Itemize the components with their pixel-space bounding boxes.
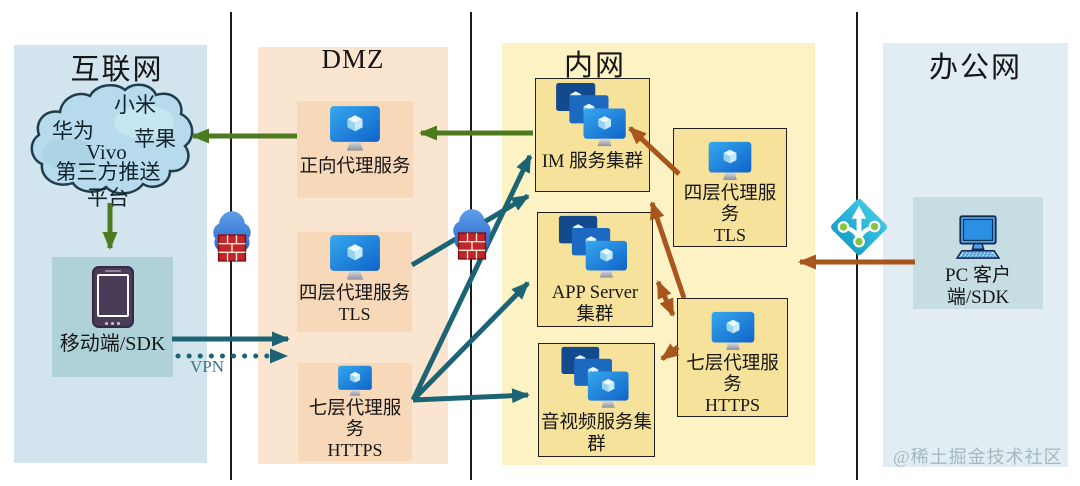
im-cluster-label: IM 服务集群 (541, 152, 644, 172)
gateway-icon (831, 199, 887, 255)
node-forward-proxy: 正向代理服务 (297, 101, 413, 198)
node-dmz-l4-proxy: 四层代理服务 TLS (297, 232, 412, 332)
node-dmz-l7-proxy: 七层代理服务 HTTPS (298, 363, 412, 461)
smartphone-icon (91, 266, 134, 328)
proxy-server-icon (329, 234, 381, 284)
proxy-server-icon (707, 311, 759, 354)
dmz-l4-proxy-label: 四层代理服务 (299, 284, 411, 304)
forward-proxy-label: 正向代理服务 (299, 157, 411, 177)
cloud-vendor-huawei: 华为 (52, 119, 94, 143)
pc-icon (955, 215, 1001, 259)
av-cluster-label: 音视频服务集群 (541, 413, 653, 455)
intranet-l7-proxy-label: 七层代理服务 (686, 353, 779, 395)
dmz-l4-proxy-protocol: TLS (338, 304, 371, 325)
third-party-push-cloud: 小米 华为 苹果 Vivo 第三方推送 平台 (26, 76, 196, 210)
zone-title-office: 办公网 (928, 52, 1022, 84)
zone-title-intranet: 内网 (563, 50, 626, 82)
node-app-server-cluster: APP Server 集群 (537, 212, 653, 327)
node-im-cluster: IM 服务集群 (535, 78, 650, 192)
dmz-l7-proxy-protocol: HTTPS (327, 440, 383, 461)
zone-title-internet: 互联网 (70, 54, 164, 86)
cloud-icon (30, 83, 194, 195)
node-intranet-l4-proxy: 四层代理服务 TLS (673, 128, 787, 247)
dmz-l7-proxy-label: 七层代理服务 (308, 398, 402, 440)
server-cluster-icon (558, 346, 636, 413)
cloud-vendor-vivo: Vivo (86, 140, 127, 164)
node-av-cluster: 音视频服务集群 (538, 343, 655, 457)
node-pc-client: PC 客户端/SDK (913, 197, 1043, 309)
proxy-server-icon (329, 365, 381, 399)
mobile-client-label: 移动端/SDK (59, 333, 166, 355)
watermark: @稀土掘金技术社区 (893, 447, 1063, 467)
server-cluster-icon (554, 82, 632, 152)
intranet-l4-proxy-protocol: TLS (713, 225, 746, 246)
cloud-vendor-apple: 苹果 (134, 127, 176, 151)
zone-title-dmz: DMZ (321, 44, 385, 74)
cloud-vendor-xiaomi: 小米 (114, 93, 156, 117)
proxy-server-icon (329, 105, 381, 155)
node-intranet-l7-proxy: 七层代理服务 HTTPS (677, 298, 788, 417)
intranet-l4-proxy-label: 四层代理服务 (683, 183, 777, 225)
app-cluster-label-line2: 集群 (576, 304, 614, 325)
app-cluster-label-line1: APP Server (551, 283, 639, 304)
cloud-platform-label: 第三方推送 平台 (55, 160, 161, 211)
intranet-l7-proxy-protocol: HTTPS (704, 395, 760, 416)
server-cluster-icon (556, 215, 634, 283)
proxy-server-icon (704, 141, 756, 184)
firewall-icon (453, 209, 491, 260)
vpn-label: VPN (190, 357, 225, 376)
node-mobile-client: 移动端/SDK (52, 257, 173, 377)
firewall-icon (213, 211, 251, 262)
pc-client-label: PC 客户端/SDK (945, 265, 1011, 309)
